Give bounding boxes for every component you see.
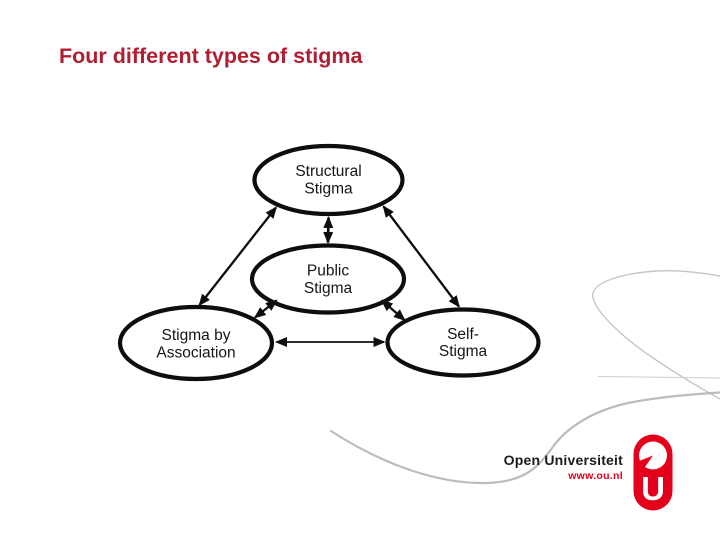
label-public-line1: Public [307,263,349,280]
deco-hairline [597,375,720,379]
label-self-line1: Self- [447,326,479,343]
node-stigma-by-association-ellipse [117,304,275,382]
brand-url: www.ou.nl [568,470,623,482]
node-self-stigma-ellipse [385,307,541,378]
slide-title: Four different types of stigma [59,44,363,68]
label-structural-line2: Stigma [304,181,353,198]
label-structural-line1: Structural [295,163,361,180]
brand-name: Open Universiteit [503,452,623,468]
label-association-line1: Stigma by [162,327,231,344]
label-self-line2: Stigma [439,343,488,360]
deco-bottom-swoosh [329,391,720,485]
arrow-public-self [380,299,406,321]
arrow-public-association [253,299,278,319]
label-association-line2: Association [156,345,235,362]
node-structural-stigma-ellipse [252,143,405,217]
logo-monogram: U [641,470,665,507]
arrow-structural-self [382,205,460,308]
open-universiteit-logo-icon: U [633,434,673,511]
arrow-structural-public [323,216,334,244]
deco-ellipse-curve [592,270,720,400]
arrow-structural-association [198,206,277,307]
label-public-line2: Stigma [304,280,353,297]
logo-wedge [636,455,653,471]
